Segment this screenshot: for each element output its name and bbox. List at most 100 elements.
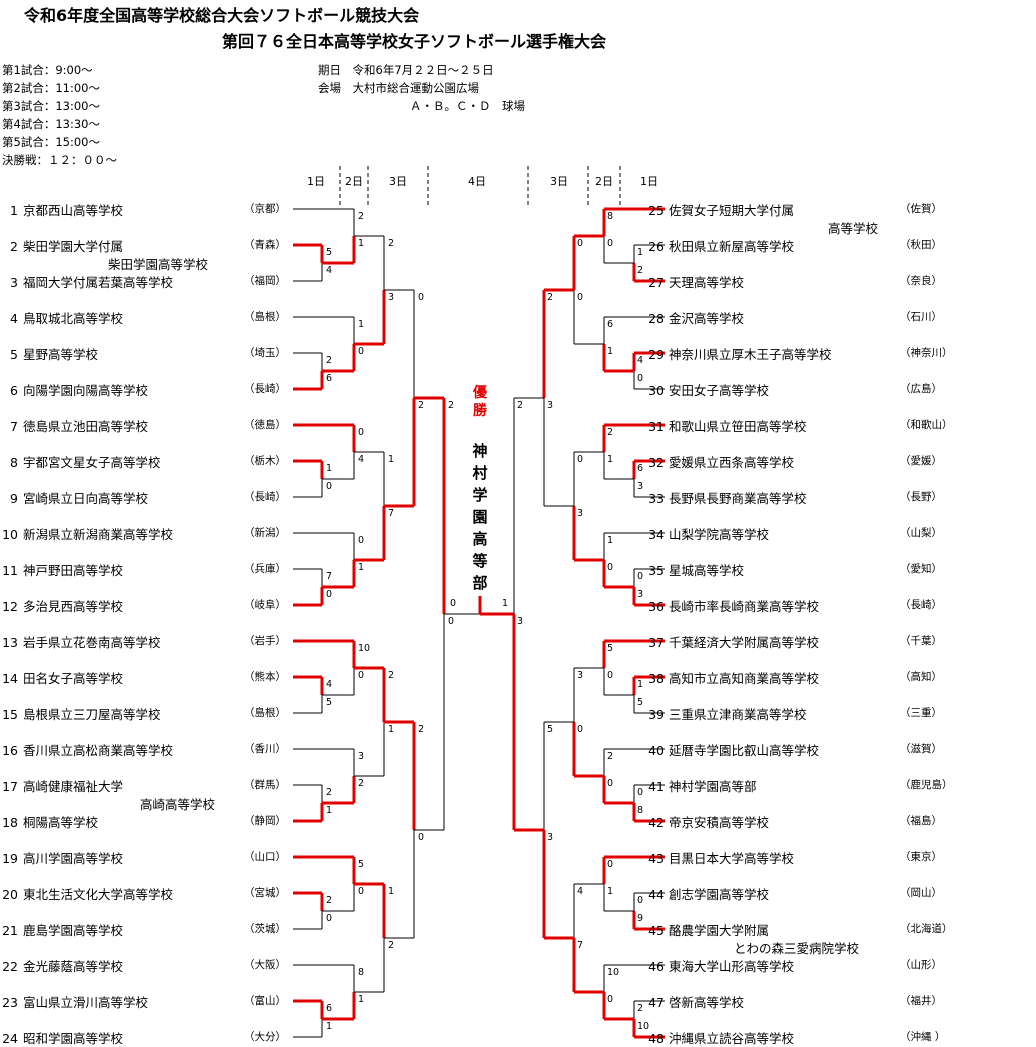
- seed-number: 27: [648, 275, 664, 290]
- team-name: 目黒日本大学高等学校: [669, 851, 795, 866]
- team-entry: 48 沖縄県立読谷高等学校: [648, 1028, 794, 1047]
- score-label: 1: [358, 562, 365, 573]
- prefecture-label: （広島）: [900, 383, 942, 395]
- team-name: 金沢高等学校: [669, 311, 745, 326]
- team-name-continued: 柴田学園高等学校: [108, 257, 209, 272]
- seed-number: 3: [10, 275, 18, 290]
- round-label: 3日: [550, 175, 568, 188]
- score-label: 3: [547, 400, 554, 411]
- prefecture-label: （島根）: [244, 311, 286, 323]
- team-name: 神奈川県立厚木王子高等学校: [669, 347, 832, 362]
- prefecture-label: （徳島）: [244, 419, 286, 431]
- team-name: 鹿島学園高等学校: [23, 923, 124, 938]
- prefecture-label: （愛知）: [900, 563, 942, 575]
- score-label: 2: [388, 670, 395, 681]
- score-label: 6: [607, 319, 614, 330]
- score-label: 1: [388, 886, 395, 897]
- prefecture-label: （島根）: [244, 707, 286, 719]
- prefecture-label: （宮城）: [244, 887, 286, 899]
- score-label: 4: [577, 886, 584, 897]
- seed-number: 26: [648, 239, 664, 254]
- seed-number: 13: [2, 635, 18, 650]
- score-label: 4: [326, 265, 333, 276]
- seed-number: 44: [648, 887, 664, 902]
- score-label: 0: [326, 913, 333, 924]
- team-name: 東海大学山形高等学校: [669, 959, 795, 974]
- seed-number: 32: [648, 455, 664, 470]
- seed-number: 21: [2, 923, 18, 938]
- event-date: 期日 令和6年7月２２日～２５日: [318, 63, 494, 77]
- prefecture-label: （新潟）: [244, 527, 286, 539]
- score-label: 2: [388, 238, 395, 249]
- prefecture-label: （山形）: [900, 959, 942, 971]
- score-label: 2: [326, 895, 333, 906]
- seed-number: 16: [2, 743, 18, 758]
- seed-number: 1: [10, 203, 18, 218]
- seed-number: 40: [648, 743, 664, 758]
- score-label: 1: [326, 463, 333, 474]
- prefecture-label: （神奈川）: [900, 347, 953, 359]
- score-label: 4: [326, 679, 333, 690]
- score-label: 0: [637, 895, 644, 906]
- team-name: 昭和学園高等学校: [23, 1031, 124, 1046]
- team-name: 高知市立高知商業高等学校: [669, 671, 820, 686]
- prefecture-label: （兵庫）: [244, 563, 286, 575]
- team-name: 佐賀女子短期大学付属: [669, 203, 795, 218]
- score-label: 6: [637, 463, 644, 474]
- seed-number: 36: [648, 599, 664, 614]
- prefecture-label: （静岡）: [244, 815, 286, 827]
- score-label: 2: [326, 355, 333, 366]
- score-label: 4: [358, 454, 365, 465]
- score-label: 3: [577, 670, 584, 681]
- team-name: 桐陽高等学校: [23, 815, 99, 830]
- team-name: 宇都宮文星女子高等学校: [23, 455, 161, 470]
- team-name: 星城高等学校: [669, 563, 745, 578]
- score-label: 3: [358, 751, 365, 762]
- score-label: 0: [607, 778, 614, 789]
- team-name: 柴田学園大学付属: [23, 239, 124, 254]
- score-label: 6: [326, 1003, 333, 1014]
- team-name: 富山県立滑川高等学校: [23, 995, 149, 1010]
- seed-number: 42: [648, 815, 664, 830]
- seed-number: 7: [10, 419, 18, 434]
- round-label: 1日: [307, 175, 325, 188]
- score-label: 10: [358, 643, 371, 654]
- score-label: 6: [326, 373, 333, 384]
- score-label: 0: [358, 346, 365, 357]
- score-label: 7: [577, 940, 584, 951]
- prefecture-label: （沖縄 ）: [900, 1031, 946, 1043]
- team-name: 沖縄県立読谷高等学校: [669, 1031, 795, 1046]
- score-label: 3: [637, 589, 644, 600]
- team-name: 愛媛県立西条高等学校: [669, 455, 795, 470]
- prefecture-label: （岩手）: [244, 635, 286, 647]
- seed-number: 48: [648, 1031, 664, 1046]
- score-label: 0: [358, 535, 365, 546]
- seed-number: 17: [2, 779, 18, 794]
- prefecture-label: （高知）: [900, 671, 942, 683]
- team-name-continued: とわの森三愛病院学校: [734, 941, 860, 956]
- score-label: 1: [607, 454, 614, 465]
- prefecture-label: （富山）: [244, 995, 286, 1007]
- score-label: 3: [547, 832, 554, 843]
- score-label: 1: [637, 247, 644, 258]
- score-label: 1: [326, 1021, 333, 1032]
- prefecture-label: （奈良）: [900, 275, 942, 287]
- team-name: 多治見西高等学校: [23, 599, 124, 614]
- team-entry: 32 愛媛県立西条高等学校: [648, 452, 794, 471]
- team-name: 東北生活文化大学高等学校: [23, 887, 174, 902]
